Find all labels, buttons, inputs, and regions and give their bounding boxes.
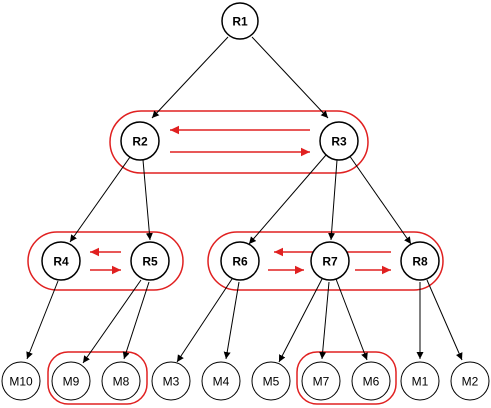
leaf-m7: M7 [301,361,341,401]
group-r4-r5 [27,231,184,291]
edge-r6-m4 [223,281,240,360]
edge-r2-r5 [142,159,153,241]
leaf-m5: M5 [251,361,291,401]
leaf-m7-label: M7 [313,375,330,389]
leaf-m9-label: M9 [63,375,80,389]
leaf-m3-label: M3 [163,375,180,389]
node-r7-label: R7 [322,255,338,269]
node-r1: R1 [221,2,259,40]
node-r7: R7 [310,241,350,281]
edge-r6-m3 [176,278,233,363]
leaf-m2-label: M2 [462,375,479,389]
leaf-m8-label: M8 [113,375,130,389]
node-r6: R6 [220,241,260,281]
edge-r3-r8 [348,154,412,245]
edge-r7-m7 [319,281,330,360]
leaf-m1: M1 [400,361,440,401]
edge-r5-m8 [122,281,150,360]
group-r2-r3 [109,110,369,174]
node-r5: R5 [130,241,170,281]
edge-r5-m9 [82,279,142,364]
node-r4: R4 [41,241,81,281]
node-r5-label: R5 [142,255,158,269]
leaf-m4-label: M4 [213,375,230,389]
edge-r4-m10 [26,280,59,360]
leaf-m6-label: M6 [363,375,380,389]
edge-r3-r6 [248,154,327,245]
leaf-m10: M10 [1,361,41,401]
node-r8-label: R8 [412,255,428,269]
group-m9-m8 [47,351,148,405]
leaf-m6: M6 [351,361,391,401]
node-r3-label: R3 [331,135,347,149]
edge-r2-r4 [69,156,131,243]
leaf-m3: M3 [151,361,191,401]
edge-r7-m6 [335,278,368,361]
group-r6-r7-r8 [207,231,444,291]
leaf-m8: M8 [101,361,141,401]
leaf-m1-label: M1 [412,375,429,389]
leaf-m9: M9 [51,361,91,401]
edge-r8-m2 [426,279,463,361]
leaf-m4: M4 [201,361,241,401]
node-r1-label: R1 [232,15,248,29]
node-r2: R2 [120,121,160,161]
node-r2-label: R2 [132,135,148,149]
leaf-m2: M2 [450,361,490,401]
edge-r3-r7 [328,159,338,241]
leaf-m10-label: M10 [9,375,33,389]
node-r6-label: R6 [232,255,248,269]
node-r3: R3 [319,121,359,161]
leaf-m5-label: M5 [263,375,280,389]
edge-r7-m5 [278,278,323,363]
node-r8: R8 [400,241,440,281]
edge-r1-r2 [151,36,229,119]
node-r4-label: R4 [53,255,69,269]
group-m7-m6 [296,351,397,405]
edge-r1-r3 [251,36,329,119]
